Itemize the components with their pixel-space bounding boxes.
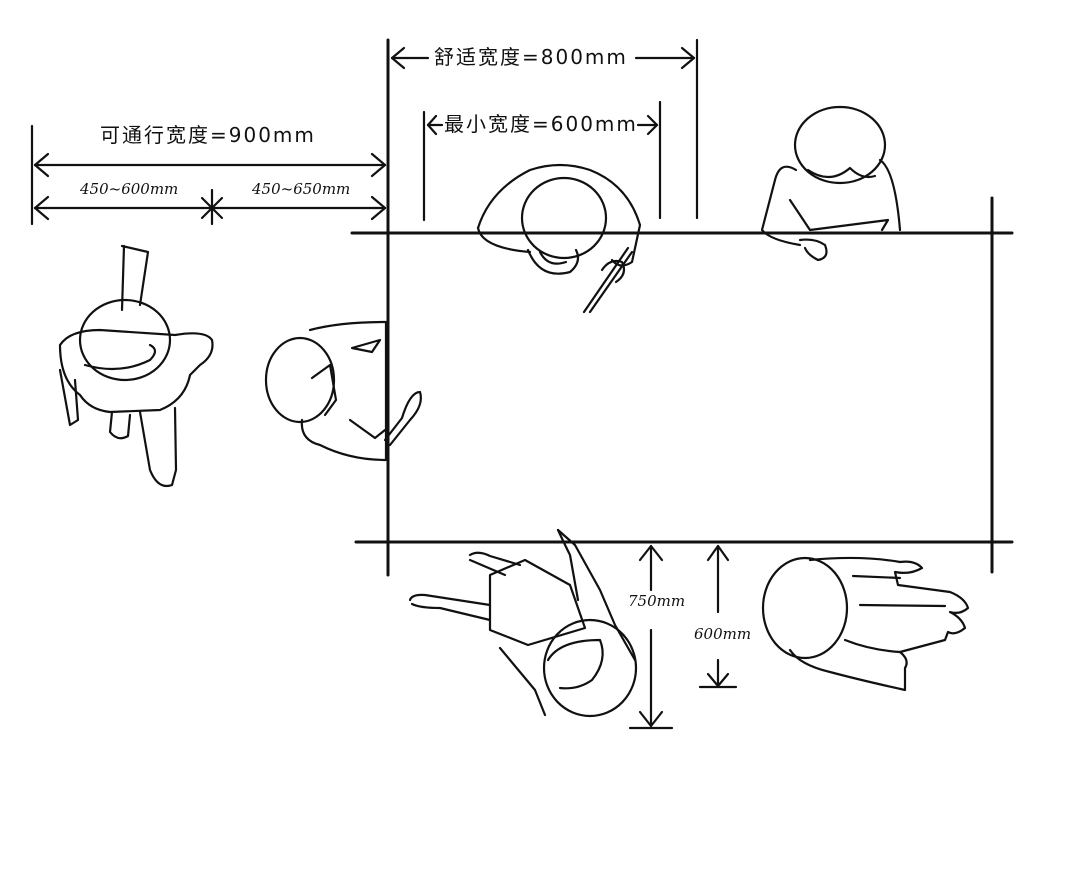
dimension-seat-depth-750 — [628, 544, 674, 730]
dining-table — [350, 38, 1014, 577]
person-seated-bottom-left — [408, 528, 638, 718]
person-seated-left-end — [264, 320, 422, 462]
person-leaning-top-right — [760, 105, 902, 262]
person-walking — [58, 244, 214, 488]
dimension-seat-depth-600 — [698, 544, 738, 689]
dimension-minimum-width — [422, 100, 662, 222]
label-seat-depth-750: 750mm — [628, 592, 686, 610]
label-comfortable-width: 舒适宽度=800mm — [434, 45, 628, 69]
label-segment-left: 450~600mm — [80, 180, 179, 198]
dimension-comfortable-width — [390, 38, 699, 220]
label-segment-right: 450~650mm — [252, 180, 351, 198]
person-seated-bottom-right — [761, 556, 970, 692]
person-eating-top — [476, 163, 642, 314]
label-minimum-width: 最小宽度=600mm — [444, 112, 638, 136]
label-passable-width: 可通行宽度=900mm — [100, 123, 316, 147]
label-seat-depth-600: 600mm — [694, 625, 752, 643]
dimension-passable-width — [30, 124, 387, 226]
